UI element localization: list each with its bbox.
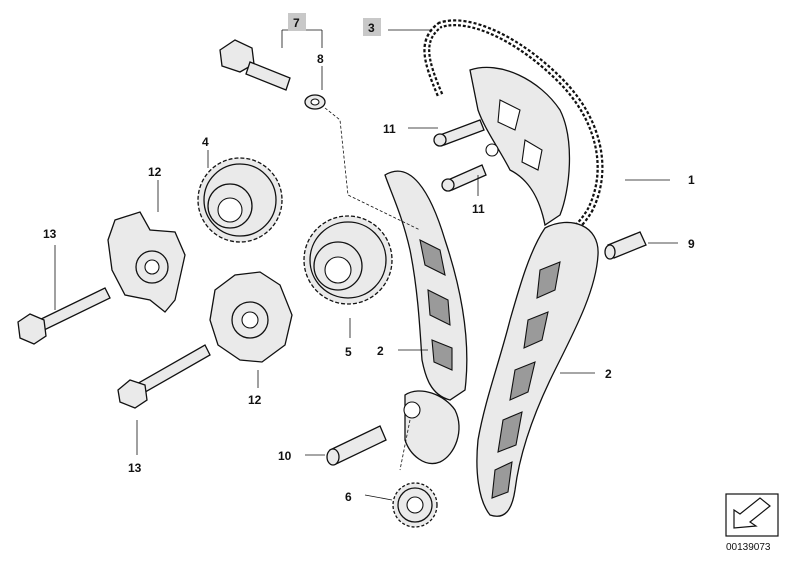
slide-rail — [476, 221, 599, 517]
label-12-lower: 12 — [248, 393, 262, 407]
label-13-lower: 13 — [128, 461, 142, 475]
dash-line-bolt — [324, 107, 421, 231]
sprocket-4 — [197, 157, 283, 243]
label-11-lower: 11 — [472, 202, 485, 216]
label-11-upper: 11 — [383, 122, 396, 136]
label-7: 7 — [293, 16, 300, 30]
label-12-upper: 12 — [148, 165, 162, 179]
sensor-wheel-lower — [209, 271, 293, 363]
label-6: 6 — [345, 490, 352, 504]
tensioner-rail — [384, 170, 468, 465]
label-3-highlight — [363, 18, 381, 36]
bolt-7 — [219, 39, 291, 91]
label-5: 5 — [345, 345, 352, 359]
dash-line-rail — [399, 419, 411, 471]
sprocket-5 — [303, 215, 393, 305]
timing-chain — [423, 19, 604, 239]
label-2-right: 2 — [605, 367, 612, 381]
pin-9 — [604, 231, 647, 260]
label-13-upper: 13 — [43, 227, 57, 241]
bolt-13-lower — [117, 344, 211, 409]
sensor-wheel-upper — [107, 211, 186, 313]
sprocket-6 — [392, 482, 438, 528]
label-2-left: 2 — [377, 344, 384, 358]
label-1: 1 — [688, 173, 695, 187]
upper-chain-guide — [469, 66, 571, 227]
label-8: 8 — [317, 52, 324, 66]
label-3: 3 — [368, 21, 375, 35]
bolt-11-lower — [441, 164, 487, 192]
bolt-13-upper — [17, 287, 111, 345]
pin-10 — [326, 425, 387, 466]
catalog-arrow-icon — [725, 493, 779, 537]
catalog-number: 00139073 — [726, 542, 771, 553]
label-4: 4 — [202, 135, 209, 149]
label-7-highlight — [288, 13, 306, 31]
bolt-11-upper — [433, 119, 485, 147]
label-9: 9 — [688, 237, 695, 251]
washer-8 — [304, 94, 326, 110]
label-10: 10 — [278, 449, 292, 463]
